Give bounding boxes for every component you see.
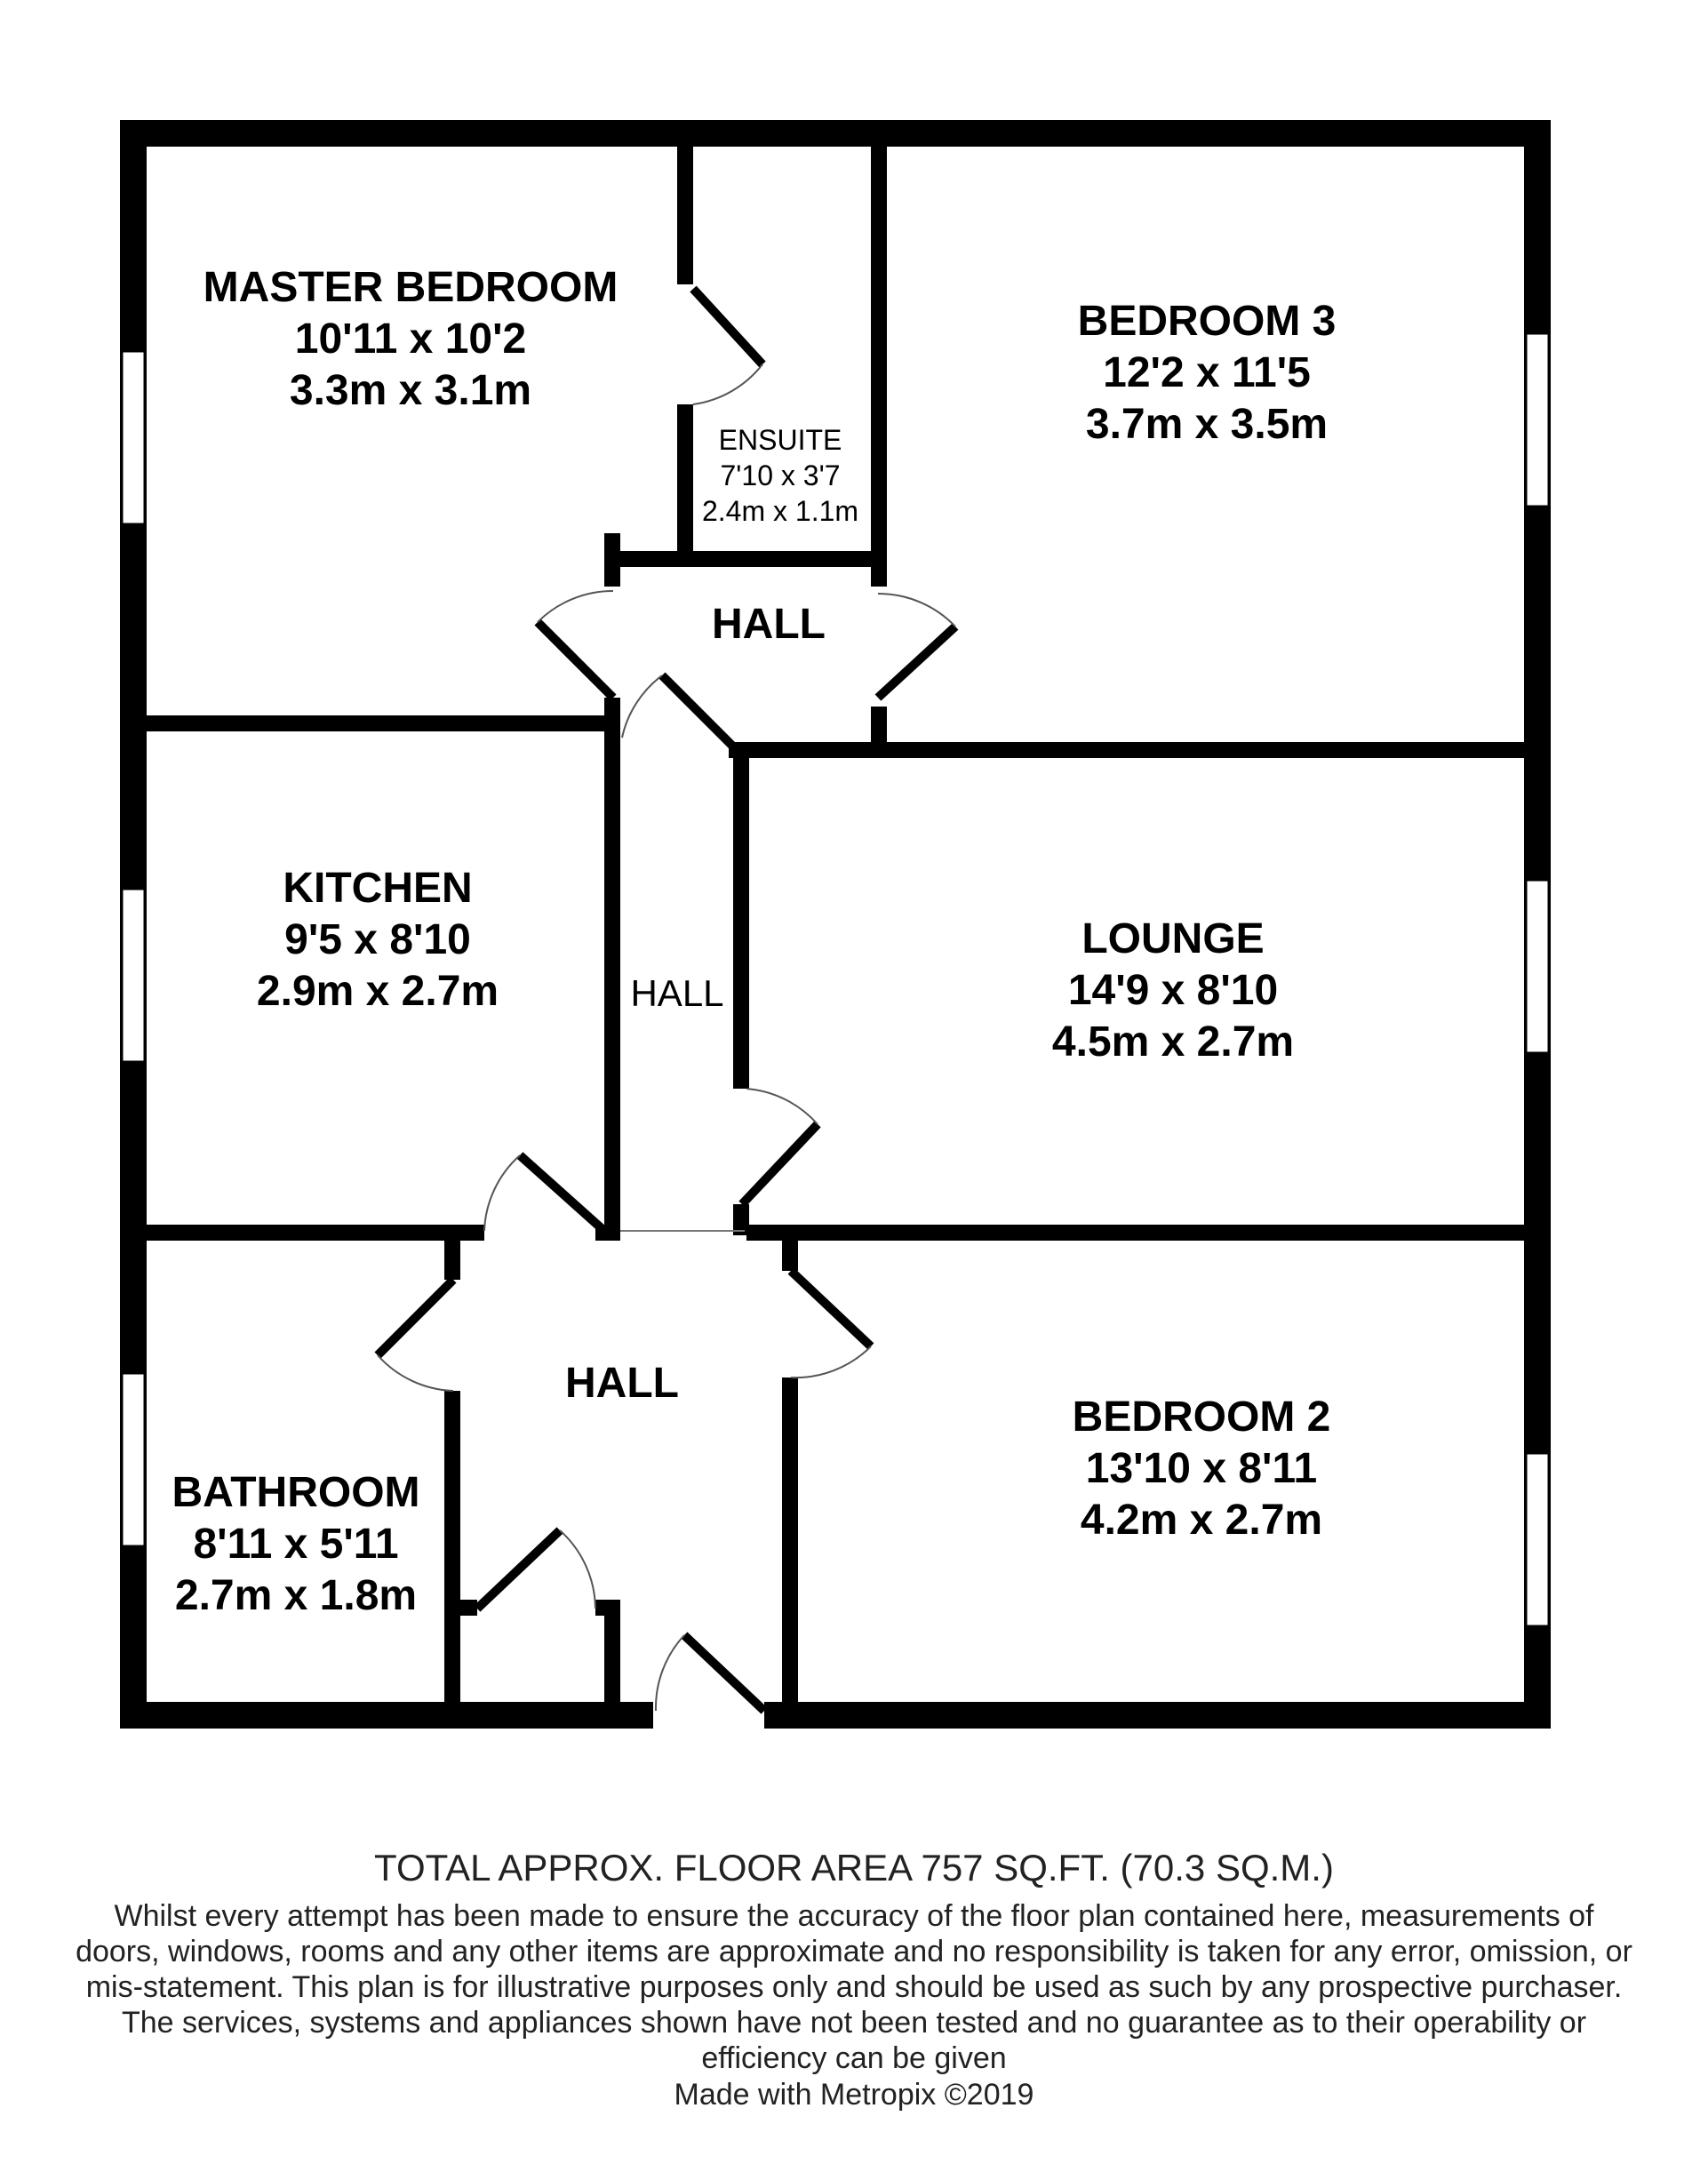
bedroom2-wall-left-lower — [782, 1377, 798, 1706]
door-lounge[interactable] — [738, 1121, 821, 1208]
room-name: HALL — [630, 972, 724, 1014]
room-name: KITCHEN — [283, 865, 473, 912]
bathroom-wall-right-upper — [444, 1235, 460, 1280]
door-bathroom[interactable] — [374, 1276, 457, 1359]
hall-left-stub — [604, 698, 620, 733]
room-name: BATHROOM — [172, 1469, 420, 1516]
room-size-imperial: 10'11 x 10'2 — [294, 315, 527, 363]
window-bedroom-3 — [1524, 331, 1551, 508]
ensuite-wall-left-lower — [677, 404, 693, 555]
master-bedroom-wall-right — [604, 533, 620, 587]
window-master-bedroom — [120, 349, 147, 526]
lounge-wall-left-lower — [733, 1204, 749, 1235]
outer-wall-bottom-right — [764, 1702, 1551, 1729]
cupboard-wall-right-post — [604, 1600, 620, 1706]
room-size-metric: 3.3m x 3.1m — [289, 367, 532, 414]
room-hall-top: HALL — [712, 599, 826, 651]
room-hall-middle: HALL — [630, 968, 723, 1019]
room-name: MASTER BEDROOM — [203, 264, 619, 311]
room-size-metric: 4.2m x 2.7m — [1080, 1497, 1323, 1544]
room-hall-bottom: HALL — [565, 1358, 679, 1409]
room-kitchen: KITCHEN 9'5 x 8'10 2.9m x 2.7m — [257, 863, 499, 1018]
room-name: BEDROOM 2 — [1072, 1393, 1331, 1441]
ensuite-wall-right — [871, 142, 887, 587]
disclaimer-text: Whilst every attempt has been made to en… — [76, 1899, 1632, 2075]
door-hall-corridor[interactable] — [658, 672, 741, 755]
room-size-imperial: 8'11 x 5'11 — [193, 1521, 399, 1568]
room-bedroom-2: BEDROOM 2 13'10 x 8'11 4.2m x 2.7m — [1073, 1392, 1331, 1546]
room-size-metric: 2.7m x 1.8m — [174, 1572, 418, 1619]
room-name: LOUNGE — [1081, 915, 1265, 962]
ensuite-wall-left-upper — [677, 142, 693, 284]
kitchen-wall-right — [604, 729, 620, 1235]
window-lounge — [1524, 878, 1551, 1055]
door-bedroom-3[interactable] — [874, 623, 959, 701]
window-bathroom — [120, 1371, 147, 1548]
door-front-entrance[interactable] — [681, 1632, 768, 1714]
room-name: BEDROOM 3 — [1077, 298, 1337, 345]
floor-plan — [120, 120, 1551, 1729]
room-size-metric: 2.4m x 1.1m — [701, 495, 859, 527]
window-kitchen — [120, 887, 147, 1064]
room-bathroom: BATHROOM 8'11 x 5'11 2.7m x 1.8m — [172, 1467, 419, 1622]
room-name: ENSUITE — [718, 424, 842, 456]
kitchen-bathroom-wall — [142, 1225, 484, 1241]
room-ensuite: ENSUITE 7'10 x 3'7 2.4m x 1.1m — [702, 422, 858, 529]
room-lounge: LOUNGE 14'9 x 8'10 4.5m x 2.7m — [1052, 914, 1294, 1068]
room-bedroom-3: BEDROOM 3 12'2 x 11'5 3.7m x 3.5m — [1078, 296, 1337, 451]
lounge-bedroom2-wall — [746, 1225, 1528, 1241]
door-bedroom-2[interactable] — [787, 1267, 874, 1350]
door-master-bedroom-from-hall[interactable] — [534, 619, 617, 701]
room-size-imperial: 14'9 x 8'10 — [1067, 967, 1279, 1014]
credit-text: Made with Metropix ©2019 — [674, 2078, 1034, 2112]
door-master-bedroom[interactable] — [690, 285, 766, 368]
room-size-metric: 4.5m x 2.7m — [1051, 1018, 1295, 1066]
cupboard-wall-left-stub — [458, 1600, 477, 1616]
room-master-bedroom: MASTER BEDROOM 10'11 x 10'2 3.3m x 3.1m — [204, 262, 619, 417]
hall-top-wall — [604, 551, 887, 567]
total-floor-area: TOTAL APPROX. FLOOR AREA 757 SQ.FT. (70.… — [374, 1847, 1334, 1889]
outer-wall-bottom-left — [120, 1702, 653, 1729]
room-name: HALL — [565, 1360, 679, 1407]
room-size-imperial: 13'10 x 8'11 — [1085, 1445, 1318, 1492]
master-kitchen-wall — [142, 715, 618, 731]
room-size-imperial: 7'10 x 3'7 — [720, 459, 841, 491]
bedroom2-wall-left-upper — [782, 1235, 798, 1271]
outer-wall-top — [120, 120, 1551, 147]
door-kitchen[interactable] — [516, 1152, 608, 1234]
room-size-metric: 3.7m x 3.5m — [1085, 401, 1329, 448]
window-bedroom-2 — [1524, 1451, 1551, 1628]
bedroom3-lounge-wall — [729, 742, 1528, 758]
room-size-imperial: 12'2 x 11'5 — [1103, 349, 1311, 396]
lounge-wall-left-upper — [733, 747, 749, 1089]
room-size-imperial: 9'5 x 8'10 — [284, 916, 471, 963]
room-size-metric: 2.9m x 2.7m — [256, 968, 499, 1015]
bedroom3-wall-left-lower — [871, 707, 887, 751]
room-name: HALL — [712, 601, 826, 648]
bathroom-wall-right-lower — [444, 1391, 460, 1706]
door-cupboard[interactable] — [474, 1527, 563, 1612]
